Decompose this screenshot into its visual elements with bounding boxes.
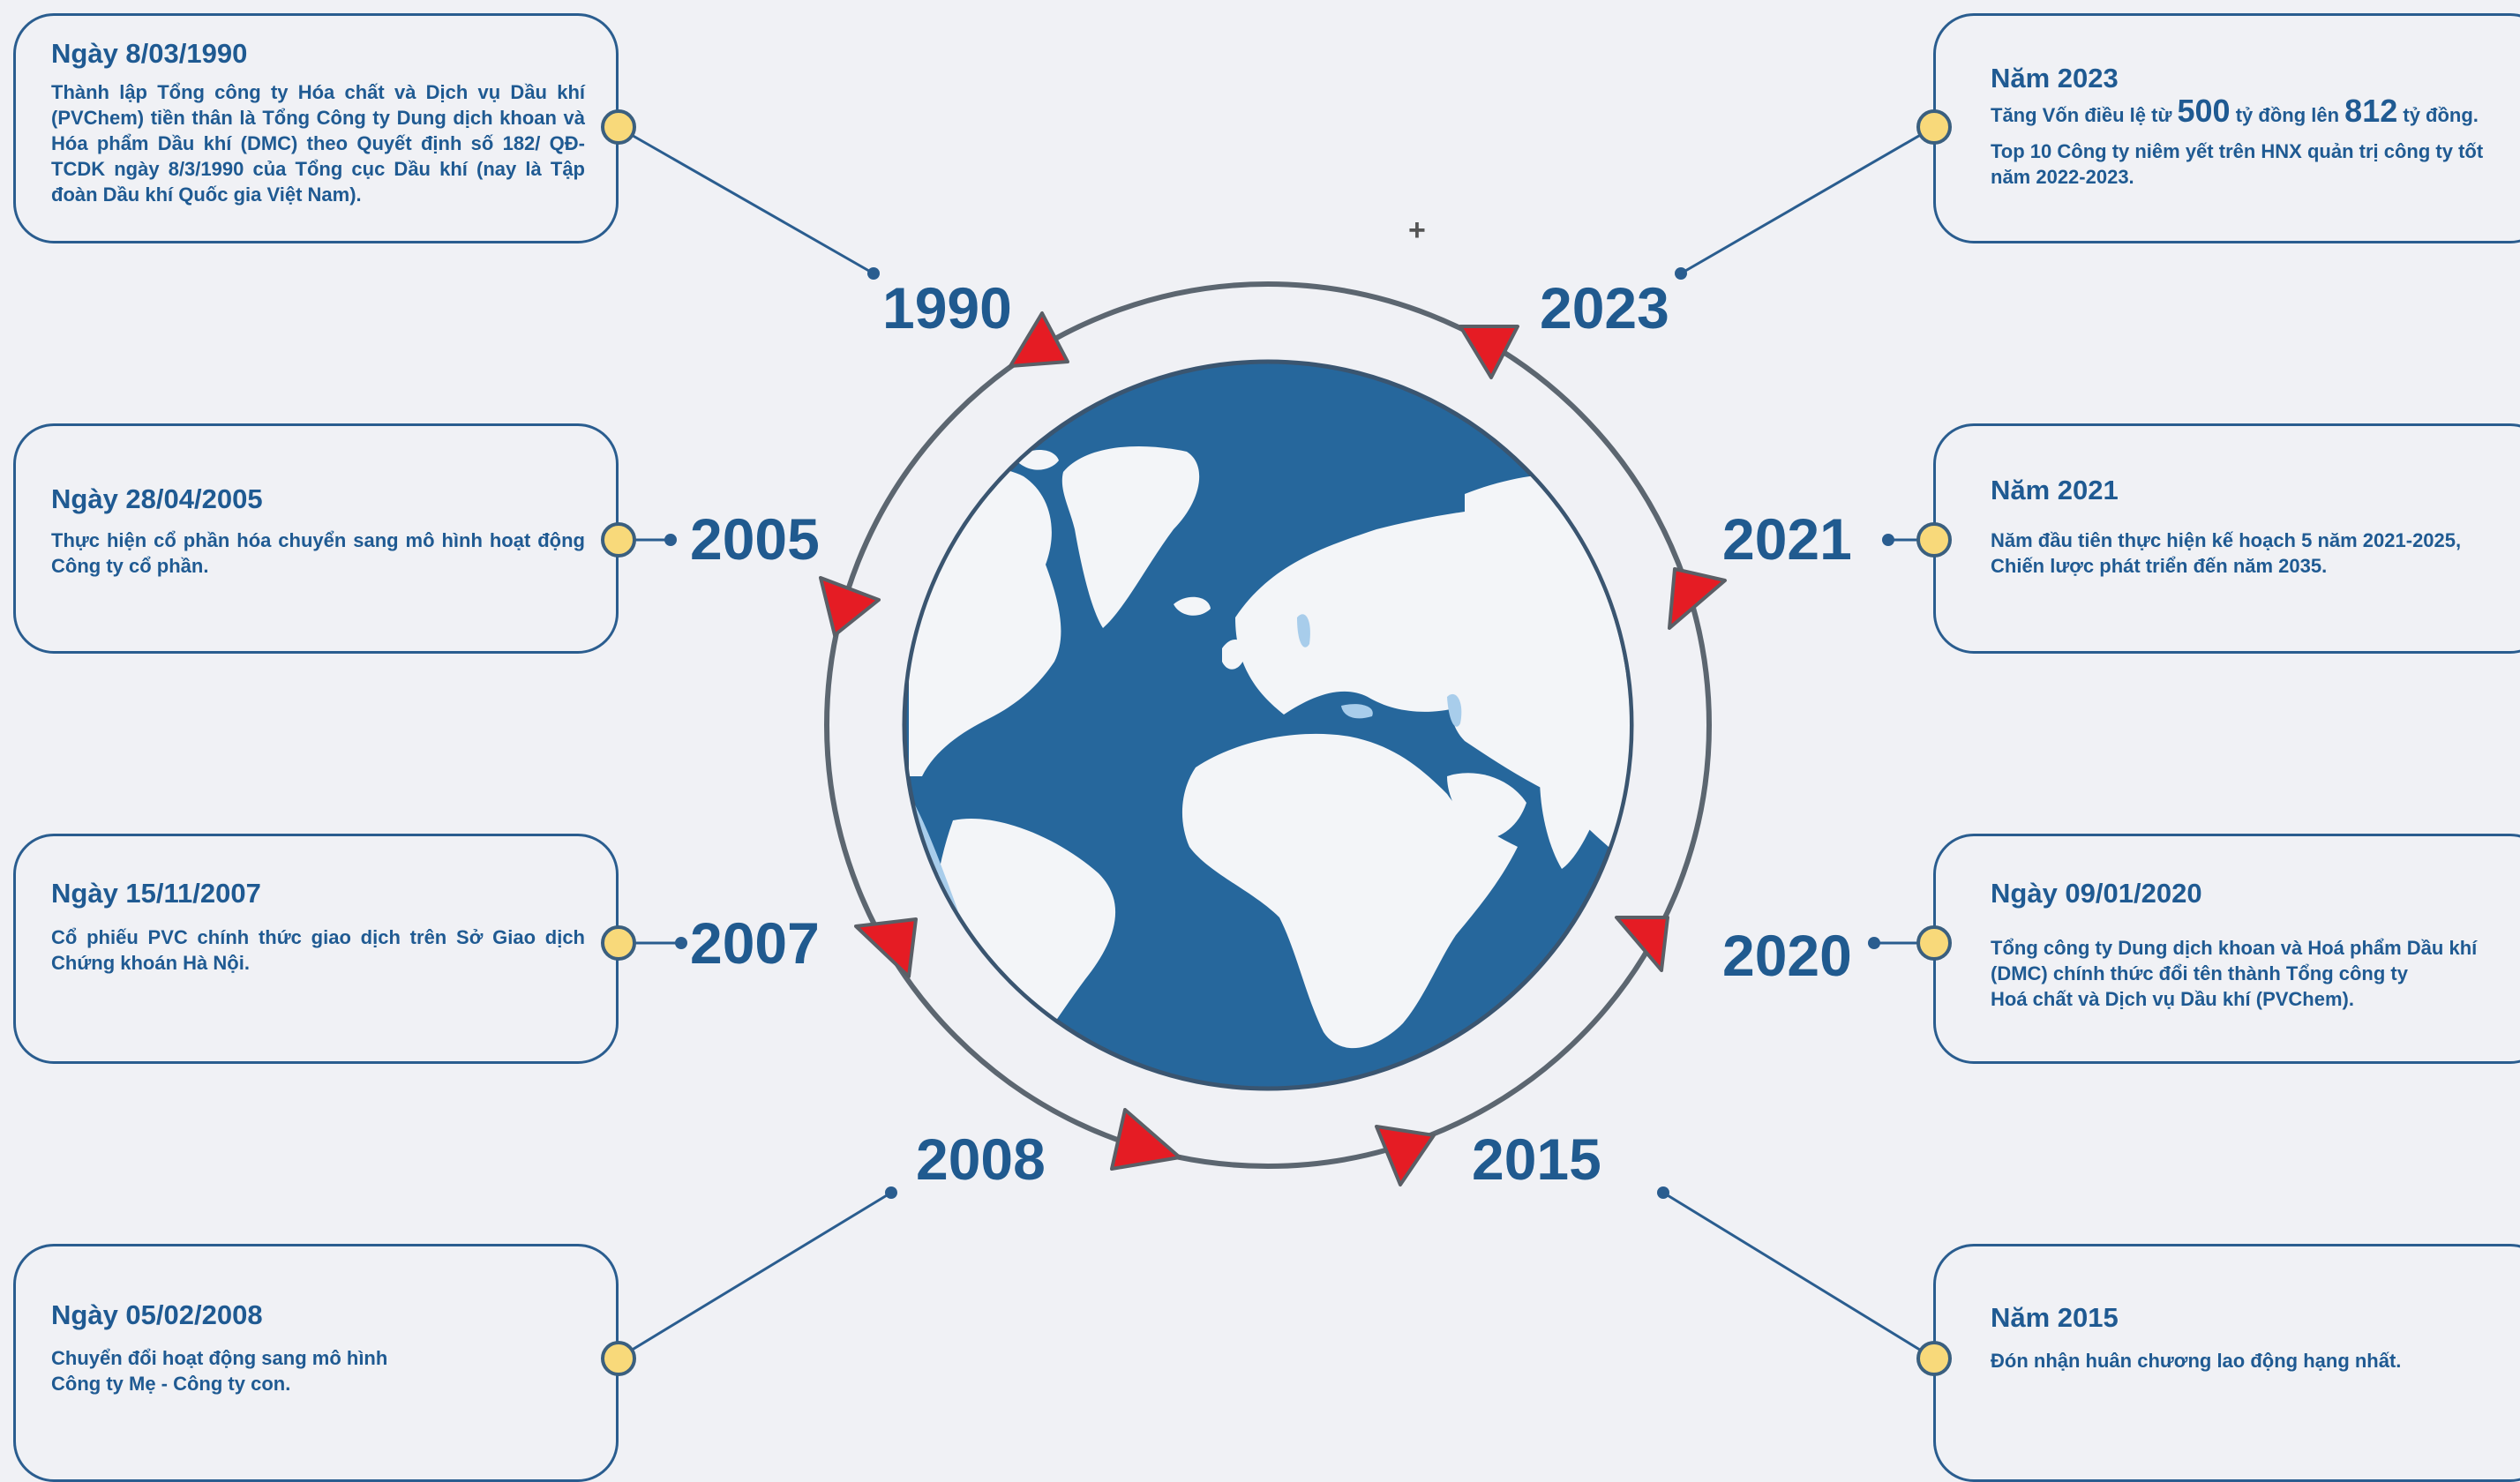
caspian-sea <box>1447 693 1462 727</box>
landmass-india <box>1540 773 1601 869</box>
card-2005-text: Thực hiện cổ phần hóa chuyển sang mô hìn… <box>51 529 585 577</box>
card-1990: Ngày 8/03/1990 Thành lập Tổng công ty Hó… <box>13 13 619 243</box>
card-2008-title: Ngày 05/02/2008 <box>51 1299 263 1330</box>
card-2021-line2: Chiến lược phát triển đến năm 2035. <box>1991 555 2328 577</box>
year-1990-label: 1990 <box>882 275 1012 341</box>
connector-dot-2005 <box>664 534 677 546</box>
card-2007-title: Ngày 15/11/2007 <box>51 878 261 909</box>
baltic-sea <box>1297 614 1310 647</box>
card-2023-text-a: Tăng Vốn điều lệ từ <box>1991 104 2172 126</box>
connector-dot-2015 <box>1657 1186 1669 1199</box>
card-2007: Ngày 15/11/2007 Cổ phiếu PVC chính thức … <box>13 834 619 1064</box>
red-triangle-arrow-icon <box>1375 1125 1436 1186</box>
card-2021-body: Năm đầu tiên thực hiện kế hoạch 5 năm 20… <box>1991 528 2520 579</box>
card-2005-body: Thực hiện cổ phần hóa chuyển sang mô hìn… <box>51 528 585 579</box>
ring-arrows <box>819 311 1727 1186</box>
card-2015-text: Đón nhận huân chương lao động hạng nhất. <box>1991 1350 2402 1372</box>
card-2020-body: Tổng công ty Dung dịch khoan và Hoá phẩm… <box>1991 935 2520 1012</box>
card-2023: Năm 2023 Tăng Vốn điều lệ từ 500 tỷ đồng… <box>1933 13 2520 243</box>
timeline-dot-2021 <box>1916 522 1952 558</box>
landmass-asia <box>1451 473 1630 873</box>
card-2008-line1: Chuyển đổi hoạt động sang mô hình <box>51 1347 388 1369</box>
card-2015: Năm 2015 Đón nhận huân chương lao động h… <box>1933 1244 2520 1482</box>
landmass-africa <box>1181 733 1518 1049</box>
connector-dot-1990 <box>867 267 880 280</box>
card-1990-title: Ngày 8/03/1990 <box>51 38 248 69</box>
red-triangle-arrow-icon <box>1110 1108 1181 1171</box>
connector-end-dots <box>664 267 1894 1199</box>
card-2023-num-812: 812 <box>2344 93 2398 129</box>
year-2008-label: 2008 <box>916 1126 1046 1192</box>
red-triangle-arrow-icon <box>1459 325 1519 379</box>
card-2020-line3: Hoá chất và Dịch vụ Dầu khí (PVChem). <box>1991 988 2354 1010</box>
plus-icon: + <box>1408 213 1426 247</box>
timeline-dot-2007 <box>601 925 636 961</box>
card-2020-line2: (DMC) chính thức đổi tên thành Tổng công… <box>1991 962 2408 984</box>
connector-1990 <box>617 125 874 275</box>
timeline-ring <box>824 281 1712 1169</box>
connector-dot-2021 <box>1882 534 1894 546</box>
connector-dot-2008 <box>885 1186 897 1199</box>
card-2023-para1: Tăng Vốn điều lệ từ 500 tỷ đồng lên 812 … <box>1991 95 2502 128</box>
globe-icon <box>902 359 1634 1091</box>
timeline-dot-2015 <box>1916 1341 1952 1376</box>
timeline-dot-2020 <box>1916 925 1952 961</box>
landmass-madagascar <box>1399 917 1420 963</box>
card-1990-body: Thành lập Tổng công ty Hóa chất và Dịch … <box>51 79 585 207</box>
year-2007-label: 2007 <box>690 910 820 976</box>
card-2007-body: Cổ phiếu PVC chính thức giao dịch trên S… <box>51 924 585 976</box>
card-2023-num-500: 500 <box>2177 93 2231 129</box>
card-2008: Ngày 05/02/2008 Chuyển đổi hoạt động san… <box>13 1244 619 1482</box>
connector-dot-2007 <box>675 937 687 949</box>
connector-2023 <box>1680 125 1935 275</box>
card-2023-para2: Top 10 Công ty niêm yết trên HNX quản tr… <box>1991 140 2484 188</box>
year-2005-label: 2005 <box>690 506 820 572</box>
year-2023-label: 2023 <box>1540 275 1669 341</box>
card-2020-title: Ngày 09/01/2020 <box>1991 878 2202 909</box>
year-2020-label: 2020 <box>1722 923 1852 988</box>
card-2005-title: Ngày 28/04/2005 <box>51 483 263 514</box>
card-1990-text: Thành lập Tổng công ty Hóa chất và Dịch … <box>51 81 585 206</box>
card-2021: Năm 2021 Năm đầu tiên thực hiện kế hoạch… <box>1933 423 2520 654</box>
year-2015-label: 2015 <box>1472 1126 1601 1192</box>
card-2023-text-c: tỷ đồng. <box>2403 104 2479 126</box>
black-sea <box>1341 704 1373 719</box>
year-2021-label: 2021 <box>1722 506 1852 572</box>
card-2023-body: Tăng Vốn điều lệ từ 500 tỷ đồng lên 812 … <box>1991 95 2502 190</box>
connector-dot-2020 <box>1868 937 1880 949</box>
timeline-dot-2008 <box>601 1341 636 1376</box>
card-2007-text: Cổ phiếu PVC chính thức giao dịch trên S… <box>51 926 585 974</box>
card-2023-text-b: tỷ đồng lên <box>2235 104 2340 126</box>
timeline-dot-2023 <box>1916 109 1952 145</box>
card-2020-line1: Tổng công ty Dung dịch khoan và Hoá phẩm… <box>1991 937 2478 959</box>
timeline-dot-1990 <box>601 109 636 145</box>
red-triangle-arrow-icon <box>1668 567 1727 630</box>
card-2020: Ngày 09/01/2020 Tổng công ty Dung dịch k… <box>1933 834 2520 1064</box>
connector-dot-2023 <box>1675 267 1687 280</box>
card-2008-line2: Công ty Mẹ - Công ty con. <box>51 1373 291 1395</box>
card-2015-title: Năm 2015 <box>1991 1302 2119 1333</box>
landmass-british-isles <box>1222 639 1246 670</box>
red-triangle-arrow-icon <box>1009 311 1069 368</box>
red-triangle-arrow-icon <box>819 576 881 637</box>
connector-2015 <box>1662 1191 1935 1360</box>
landmass-arabia <box>1447 773 1526 839</box>
red-triangle-arrow-icon <box>854 917 918 978</box>
card-2008-body: Chuyển đổi hoạt động sang mô hình Công t… <box>51 1345 585 1396</box>
landmass-iceland <box>1174 596 1211 616</box>
card-2015-body: Đón nhận huân chương lao động hạng nhất. <box>1991 1348 2520 1373</box>
card-2023-title: Năm 2023 <box>1991 63 2119 94</box>
card-2021-title: Năm 2021 <box>1991 475 2119 505</box>
card-2021-line1: Năm đầu tiên thực hiện kế hoạch 5 năm 20… <box>1991 529 2462 551</box>
red-triangle-arrow-icon <box>1615 916 1669 972</box>
timeline-dot-2005 <box>601 522 636 558</box>
landmass-greenland <box>1061 445 1200 628</box>
card-2005: Ngày 28/04/2005 Thực hiện cổ phần hóa ch… <box>13 423 619 654</box>
connector-2008 <box>617 1191 892 1360</box>
